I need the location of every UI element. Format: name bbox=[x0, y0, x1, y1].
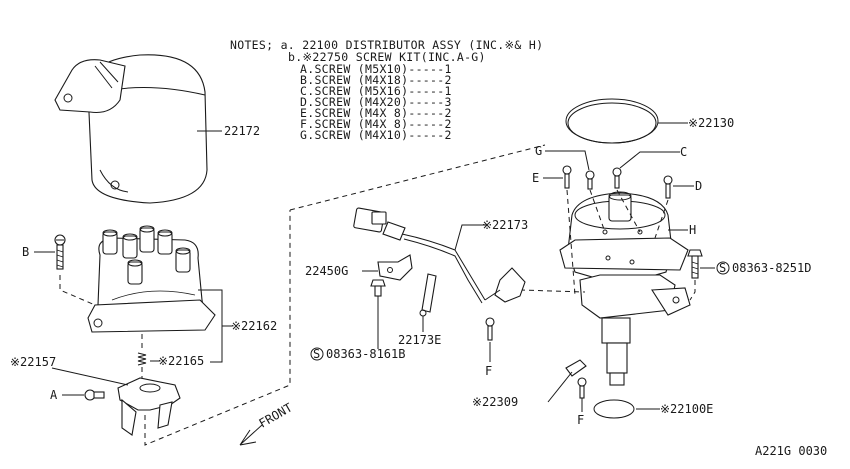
notes-item-e: E.SCREW (M4X 8)-----2 bbox=[300, 106, 452, 120]
label-screw-bottom: ※22309 bbox=[472, 395, 518, 409]
bolt-right-part: S 08363-8251D bbox=[687, 249, 811, 301]
notes-item-b: B.SCREW (M4X18)-----2 bbox=[300, 73, 452, 87]
screws-top: G E C D bbox=[532, 144, 702, 199]
screw-bottom-part: ※22309 F bbox=[472, 359, 587, 427]
label-bolt-left: 08363-8161B bbox=[326, 347, 405, 361]
rotor-part: ※22157 bbox=[10, 210, 291, 446]
notes-line-a: NOTES; a. 22100 DISTRIBUTOR ASSY (INC.※&… bbox=[230, 38, 543, 52]
label-cap-cover: 22172 bbox=[224, 124, 260, 138]
label-rotor: ※22157 bbox=[10, 355, 56, 369]
screw-b-part: B bbox=[22, 234, 96, 306]
dash-link bbox=[289, 144, 546, 211]
notes-item-c: C.SCREW (M5X16)-----1 bbox=[300, 84, 452, 98]
label-seal: ※22100E bbox=[660, 402, 713, 416]
cap-cover-part: 22172 bbox=[54, 54, 260, 204]
label-o-ring: ※22130 bbox=[688, 116, 734, 130]
letter-c: C bbox=[680, 145, 687, 159]
bolt-left-part: S 08363-8161B bbox=[310, 279, 405, 361]
letter-d: D bbox=[695, 179, 702, 193]
label-bracket: 22450G bbox=[305, 264, 348, 278]
label-bolt-right: 08363-8251D bbox=[732, 261, 811, 275]
o-ring-part: ※22130 bbox=[565, 98, 734, 144]
distributor-cap-part: ※22162 bbox=[87, 225, 277, 363]
letter-f2: F bbox=[577, 413, 584, 427]
distributor-part: H bbox=[519, 189, 696, 386]
letter-h: H bbox=[689, 223, 696, 237]
notes-item-a: A.SCREW (M5X10)-----1 bbox=[300, 62, 452, 76]
letter-f1: F bbox=[485, 364, 492, 378]
label-dist-cap: ※22162 bbox=[231, 319, 277, 333]
harness-part: ※22173 bbox=[353, 207, 528, 304]
screw-f-middle: F bbox=[485, 317, 495, 378]
label-terminal: 22173E bbox=[398, 333, 441, 347]
seal-part: ※22100E bbox=[593, 399, 713, 419]
letter-b: B bbox=[22, 245, 29, 259]
bolt-right-symbol: S bbox=[719, 261, 726, 275]
spring-part: ※22165 bbox=[137, 334, 204, 380]
notes-item-g: G.SCREW (M4X10)-----2 bbox=[300, 128, 452, 142]
screw-a-part: A bbox=[50, 388, 105, 402]
reference-code: A221G 0030 bbox=[755, 444, 827, 458]
label-spring: ※22165 bbox=[158, 354, 204, 368]
letter-e: E bbox=[532, 171, 539, 185]
notes-item-d: D.SCREW (M4X20)-----3 bbox=[300, 95, 452, 109]
notes-block: NOTES; a. 22100 DISTRIBUTOR ASSY (INC.※&… bbox=[230, 38, 543, 142]
front-arrow: FRONT bbox=[239, 400, 295, 446]
bracket-part: 22450G bbox=[305, 254, 413, 281]
label-front: FRONT bbox=[257, 400, 295, 430]
letter-g: G bbox=[535, 144, 542, 158]
terminal-part: 22173E bbox=[398, 273, 441, 347]
notes-line-b: b.※22750 SCREW KIT(INC.A-G) bbox=[288, 50, 486, 64]
label-harness: ※22173 bbox=[482, 218, 528, 232]
letter-a: A bbox=[50, 388, 58, 402]
bolt-left-symbol: S bbox=[313, 347, 320, 361]
notes-item-f: F.SCREW (M4X 8)-----2 bbox=[300, 117, 452, 131]
